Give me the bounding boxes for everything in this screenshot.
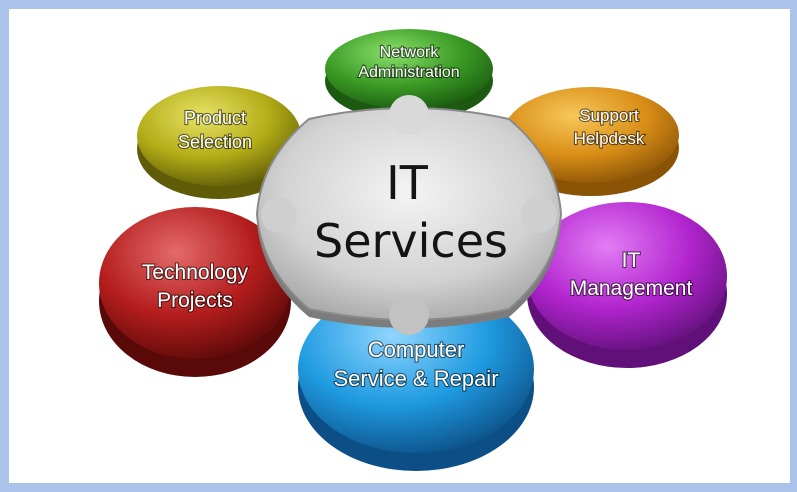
petal-network-line1: Network xyxy=(380,44,440,61)
center-knob-left xyxy=(261,197,297,233)
petal-network-line2: Administration xyxy=(358,64,459,81)
petal-support-line1: Support xyxy=(579,106,639,125)
petal-tech-line2: Projects xyxy=(157,289,233,312)
petal-support-face xyxy=(503,87,679,183)
petal-tech-face xyxy=(99,207,291,359)
petal-itmgmt-line1: IT xyxy=(622,249,641,272)
center-knob-bottom xyxy=(389,295,429,335)
petal-computer-line2: Service & Repair xyxy=(333,366,498,391)
petal-it-management: IT Management xyxy=(527,202,727,368)
petal-product-face xyxy=(137,86,301,186)
petal-network-administration: Network Administration xyxy=(325,29,493,121)
center-knob-right xyxy=(521,197,557,233)
center-title-line2: Services xyxy=(314,214,508,268)
petal-itmgmt-line2: Management xyxy=(570,277,693,300)
petal-support-line2: Helpdesk xyxy=(574,129,645,148)
petal-computer-face xyxy=(298,285,534,453)
center-piece xyxy=(255,107,563,321)
center-it-services: IT Services xyxy=(255,95,563,335)
it-services-diagram: Network Administration Support Helpdesk … xyxy=(99,29,727,471)
petal-computer-line1: Computer xyxy=(368,337,465,362)
petal-product-line1: Product xyxy=(184,108,246,128)
petal-product-line2: Selection xyxy=(178,132,252,152)
center-title-line1: IT xyxy=(386,156,429,210)
petal-technology-projects: Technology Projects xyxy=(99,207,291,377)
image-frame: Network Administration Support Helpdesk … xyxy=(9,9,790,483)
petal-itmgmt-face xyxy=(527,202,727,350)
petal-product-selection: Product Selection xyxy=(137,86,301,199)
center-knob-top xyxy=(389,95,429,135)
petal-tech-line1: Technology xyxy=(142,261,249,284)
petal-computer-service-repair: Computer Service & Repair xyxy=(298,285,534,471)
petal-network-face xyxy=(325,29,493,109)
